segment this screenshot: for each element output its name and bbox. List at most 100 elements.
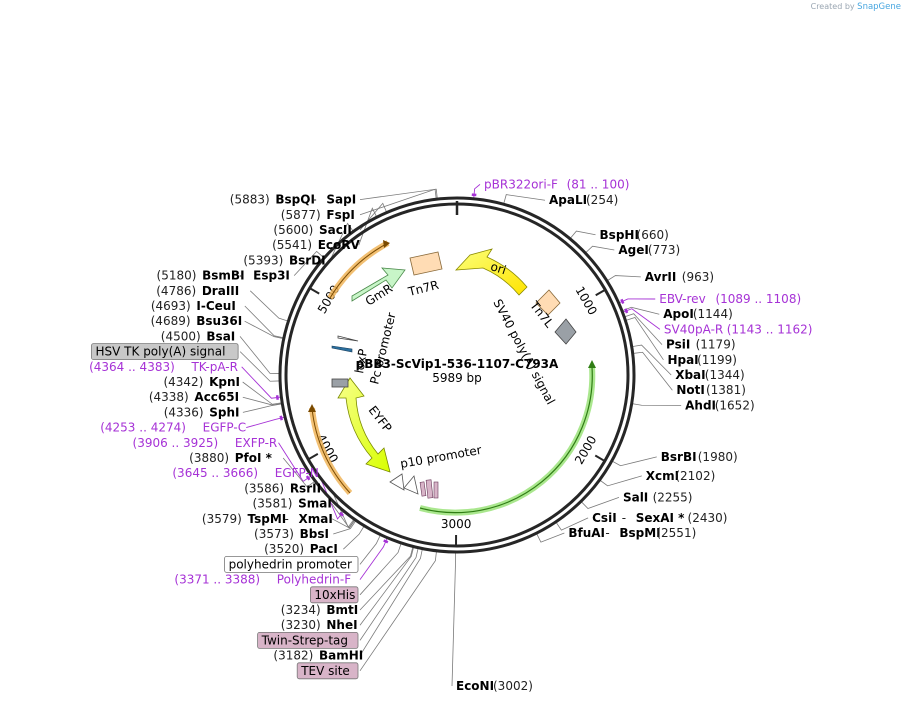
enzyme-position: (3880) [189, 451, 229, 465]
enzyme-site[interactable]: SalI(2255) [623, 490, 693, 504]
enzyme-name: BspMI [619, 526, 660, 540]
tick-mark [309, 287, 320, 295]
enzyme-site[interactable]: (4336)SphI [164, 405, 240, 419]
enzyme-site[interactable]: AgeI(773) [618, 243, 680, 257]
orf-arrowhead-green [588, 360, 596, 368]
enzyme-site[interactable]: (5541)EcoRV [272, 238, 360, 252]
feature-label[interactable]: TEV site [296, 662, 359, 680]
enzyme-site[interactable]: (4338)Acc65I [149, 390, 239, 404]
primer-range: (3645 .. 3666) [172, 466, 258, 480]
enzyme-position: (3182) [273, 649, 313, 663]
p10-promoter-arrow-2 [403, 475, 419, 495]
pc-promoter-label: Pc promoter [367, 311, 398, 386]
enzyme-site[interactable]: (5883)BspQI - SapI [230, 193, 356, 207]
enzyme-site[interactable]: EcoNI(3002) [456, 679, 533, 693]
enzyme-name: Bsu36I [196, 314, 242, 328]
enzyme-site[interactable]: (5180)BsmBI - Esp3I [157, 269, 290, 283]
enzyme-site[interactable]: NotI(1381) [676, 383, 746, 397]
enzyme-site[interactable]: CsiI - SexAI *(2430) [592, 511, 727, 525]
enzyme-site[interactable]: (3581)SmaI [253, 497, 332, 511]
enzyme-site[interactable]: AvrII(963) [645, 270, 714, 284]
enzyme-site[interactable]: (3880)PfoI * [189, 451, 273, 465]
orf-line-green [419, 366, 593, 514]
enzyme-site[interactable]: ApoI(1144) [663, 307, 733, 321]
primer-name: SV40pA-R [664, 322, 723, 336]
enzyme-name: SmaI [298, 497, 332, 511]
tick-mark [307, 453, 319, 461]
primer-site[interactable]: (4253 .. 4274)EGFP-C [100, 421, 246, 435]
enzyme-site[interactable]: (3230)NheI [281, 618, 358, 632]
feature-label-text: Twin-Strep-tag [261, 633, 348, 647]
leader-line [622, 306, 660, 315]
leader-line [633, 351, 673, 391]
feature-label[interactable]: polyhedrin promoter [224, 556, 359, 573]
enzyme-site[interactable]: (4786)DraIII [156, 284, 239, 298]
enzyme-name: BfuAI [568, 526, 605, 540]
enzyme-position: (4336) [164, 405, 204, 419]
enzyme-site[interactable]: (4500)BsaI [161, 329, 235, 343]
tag-box-3 [433, 481, 439, 499]
leader-line [359, 188, 437, 216]
enzyme-name: SacII [319, 223, 352, 237]
feature-label[interactable]: Twin-Strep-tag [257, 632, 359, 649]
primer-site[interactable]: (3645 .. 3666)EGFP-N [172, 466, 318, 480]
primer-site[interactable]: SV40pA-R(1143 .. 1162) [664, 322, 813, 336]
label-leaders [239, 184, 682, 687]
primer-site[interactable]: pBR322ori-F(81 .. 100) [484, 177, 629, 191]
enzyme-name: NheI [326, 618, 357, 632]
p10-promoter-arrow [389, 473, 405, 491]
enzyme-separator: - [239, 269, 243, 283]
enzyme-site[interactable]: AhdI(1652) [685, 398, 755, 412]
enzyme-site[interactable]: ApaLI(254) [549, 193, 618, 207]
enzyme-site[interactable]: (3234)BmtI [281, 603, 358, 617]
leader-line [329, 222, 354, 261]
orf-arrowhead-orange-top [383, 240, 390, 248]
enzyme-position: (1344) [705, 368, 745, 382]
enzyme-site[interactable]: HpaI(1199) [667, 353, 737, 367]
enzyme-site[interactable]: (3579)TspMI - XmaI [202, 512, 333, 526]
leader-line [333, 520, 356, 535]
primer-site[interactable]: (3906 .. 3925)EXFP-R [133, 436, 278, 450]
primer-binding-mark [624, 308, 629, 314]
primer-binding-mark [279, 415, 283, 421]
ori-feature-arrow [455, 248, 528, 296]
enzyme-position: (3234) [281, 603, 321, 617]
enzyme-site[interactable]: (3586)RsrII [244, 481, 321, 495]
enzyme-name: BsmBI [202, 269, 244, 283]
p10-promoter-label: p10 promoter [399, 443, 483, 471]
enzyme-site[interactable]: (5877)FspI [281, 208, 355, 222]
enzyme-site[interactable]: (5600)SacII [273, 223, 351, 237]
feature-label[interactable]: HSV TK poly(A) signal [91, 343, 239, 361]
enzyme-position: (2551) [656, 526, 696, 540]
enzyme-site[interactable]: BfuAI - BspMI(2551) [568, 526, 696, 540]
primer-site[interactable]: (4364 .. 4383)TK-pA-R [89, 360, 238, 374]
primer-site[interactable]: (3371 .. 3388)Polyhedrin-F [174, 573, 351, 587]
primer-range: (3371 .. 3388) [174, 573, 260, 587]
enzyme-site[interactable]: (4689)Bsu36I [151, 314, 243, 328]
enzyme-position: (4342) [163, 375, 203, 389]
enzyme-site[interactable]: BsrBI(1980) [661, 450, 738, 464]
enzyme-name: XmaI [299, 512, 333, 526]
enzyme-site[interactable]: BspHI(660) [600, 228, 669, 242]
orf-line-orange-top [329, 242, 389, 299]
enzyme-site[interactable]: XbaI(1344) [675, 368, 745, 382]
enzyme-site[interactable]: (3573)BbsI [254, 527, 329, 541]
leader-line [612, 456, 657, 467]
tn7r-feature-box [409, 251, 443, 276]
enzyme-site[interactable]: (3182)BamHI [273, 649, 363, 663]
primer-name: pBR322ori-F [484, 177, 558, 191]
primer-site[interactable]: EBV-rev(1089 .. 1108) [659, 292, 801, 306]
enzyme-site[interactable]: (4693)I-CeuI [151, 299, 236, 313]
feature-label-box [309, 586, 359, 604]
enzyme-site[interactable]: XcmI(2102) [646, 469, 716, 483]
enzyme-site[interactable]: (5393)BsrDI [243, 253, 325, 267]
snapgene-logo: SnapGene [857, 2, 901, 12]
enzyme-site[interactable]: PsiI(1179) [666, 338, 736, 352]
backbone-outer [278, 196, 636, 554]
leader-line [359, 548, 419, 641]
feature-label[interactable]: 10xHis [309, 586, 359, 604]
enzyme-site[interactable]: (3520)PacI [264, 542, 338, 556]
enzyme-name: BsrDI [289, 253, 326, 267]
enzyme-site[interactable]: (4342)KpnI [163, 375, 240, 389]
enzyme-name: SalI [623, 490, 648, 504]
